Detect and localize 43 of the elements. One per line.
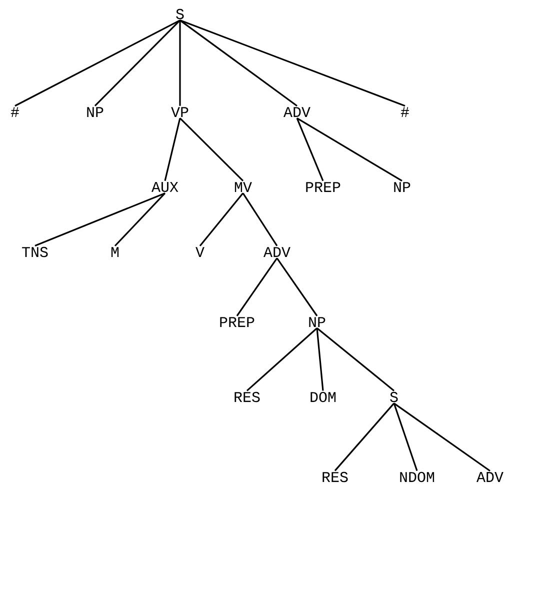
tree-branch	[236, 258, 278, 316]
category-label: #	[400, 107, 409, 117]
tree-branch	[316, 328, 394, 392]
tree-branch	[180, 20, 406, 107]
tree-branch	[179, 20, 181, 106]
tree-branch	[296, 118, 324, 182]
tree-branch	[14, 20, 180, 107]
category-label: NDOM	[400, 472, 434, 482]
category-label: VP	[171, 107, 188, 117]
category-label: ADV	[476, 472, 504, 482]
category-label: NP	[394, 182, 410, 192]
category-label: PREP	[306, 182, 340, 192]
tree-branch	[94, 20, 181, 106]
category-label: M	[111, 247, 119, 257]
category-label: NP	[309, 317, 326, 327]
tree-branch	[180, 20, 298, 107]
category-label: RES	[322, 472, 348, 482]
category-label: RES	[234, 392, 260, 402]
tree-branch	[296, 117, 402, 182]
category-label: PREP	[220, 317, 254, 327]
category-label: V	[196, 247, 204, 257]
tree-branch	[276, 258, 318, 316]
tree-branch	[394, 402, 490, 472]
tree-branch	[199, 192, 244, 246]
tree-branch	[114, 192, 166, 246]
category-label: #	[10, 107, 20, 117]
tree-branch	[334, 402, 395, 472]
category-label: ADV	[264, 247, 290, 257]
category-label: S	[176, 8, 184, 20]
category-label: S	[390, 392, 398, 402]
tree-branch	[164, 118, 181, 181]
category-label: ADV	[284, 107, 310, 117]
tree-branch	[246, 328, 318, 392]
tree-branch	[242, 192, 278, 246]
category-label: NP	[87, 107, 104, 117]
category-label: DOM	[310, 392, 336, 402]
tree-branch	[179, 118, 244, 182]
tree-branch	[393, 403, 418, 471]
tree-branch	[316, 328, 324, 391]
category-label: AUX	[152, 182, 178, 192]
tree-branch	[34, 192, 166, 246]
category-label: TNS	[22, 246, 48, 258]
category-label: MV	[234, 182, 252, 192]
